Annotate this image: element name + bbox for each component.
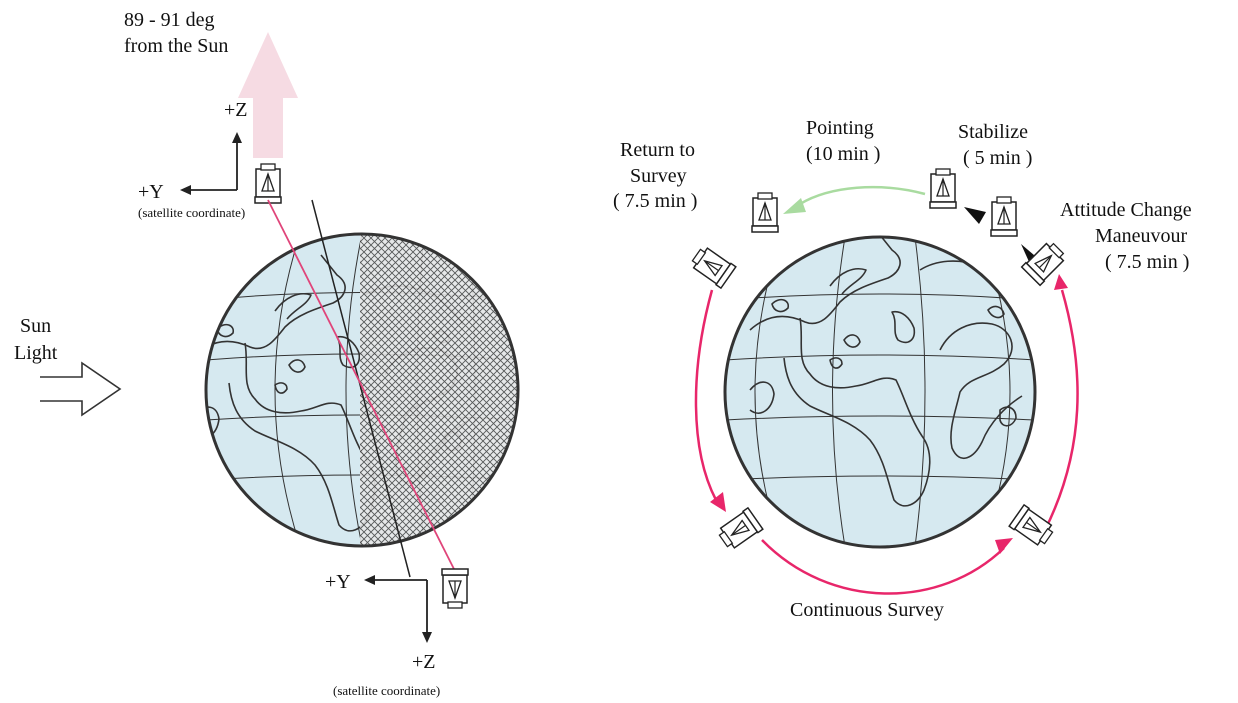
top-axis-z-label: +Z bbox=[224, 99, 248, 121]
attitude-label-line1: Attitude Change bbox=[1060, 199, 1192, 221]
attitude-label-line3: ( 7.5 min ) bbox=[1105, 251, 1189, 273]
pointing-label-line2: (10 min ) bbox=[806, 143, 880, 165]
right-panel: Pointing (10 min ) Stabilize ( 5 min ) R… bbox=[613, 117, 1192, 621]
survey-arrowhead-left bbox=[710, 492, 726, 512]
survey-arrowhead-bottom bbox=[995, 538, 1013, 554]
rotation-axis-line bbox=[311, 199, 411, 578]
return-label-line1: Return to bbox=[620, 139, 695, 161]
stabilize-arrow bbox=[964, 207, 986, 224]
top-axis-y-label: +Y bbox=[138, 181, 164, 203]
night-side-shade bbox=[360, 234, 518, 546]
sun-direction-line bbox=[267, 199, 458, 576]
bottom-axis-y-label: +Y bbox=[325, 571, 351, 593]
attitude-label-line2: Maneuvour bbox=[1095, 225, 1188, 247]
bottom-axis-caption: (satellite coordinate) bbox=[333, 683, 440, 698]
continuous-survey-arrows bbox=[694, 289, 1079, 595]
continuous-survey-label: Continuous Survey bbox=[790, 599, 944, 621]
pointing-label-line1: Pointing bbox=[806, 117, 874, 139]
top-axis-caption: (satellite coordinate) bbox=[138, 205, 245, 220]
sun-away-direction-arrow bbox=[238, 32, 298, 158]
earth-right bbox=[723, 235, 1037, 549]
satellite-return-icon bbox=[751, 192, 779, 233]
satellite-bottom-icon bbox=[441, 568, 469, 609]
survey-arrowhead-right bbox=[1054, 274, 1068, 290]
satellite-upper-left-icon bbox=[688, 243, 737, 289]
satellite-pointing-icon bbox=[929, 168, 957, 209]
sun-label-line2: Light bbox=[14, 342, 58, 364]
return-label-line2: Survey bbox=[630, 165, 687, 187]
bottom-axes bbox=[364, 575, 432, 643]
satellite-top-icon bbox=[254, 163, 282, 204]
earth-left bbox=[204, 232, 520, 548]
stabilize-label-line1: Stabilize bbox=[958, 121, 1028, 143]
return-label-line3: ( 7.5 min ) bbox=[613, 190, 697, 212]
satellite-lower-right-icon bbox=[1008, 504, 1057, 550]
top-axes bbox=[180, 132, 242, 195]
sun-label-line1: Sun bbox=[20, 315, 51, 337]
pointing-arrowhead bbox=[783, 198, 806, 214]
satellite-stabilize-icon bbox=[990, 196, 1018, 237]
pointing-arrow bbox=[799, 185, 926, 206]
left-panel: 89 - 91 deg from the Sun +Z +Y (satellit… bbox=[14, 9, 520, 698]
direction-label-line1: 89 - 91 deg bbox=[124, 9, 215, 31]
sun-light-arrow bbox=[40, 361, 122, 417]
stabilize-label-line2: ( 5 min ) bbox=[963, 147, 1032, 169]
bottom-axis-z-label: +Z bbox=[412, 651, 436, 673]
satellite-lower-left-icon bbox=[715, 507, 764, 553]
direction-label-line2: from the Sun bbox=[124, 35, 228, 57]
